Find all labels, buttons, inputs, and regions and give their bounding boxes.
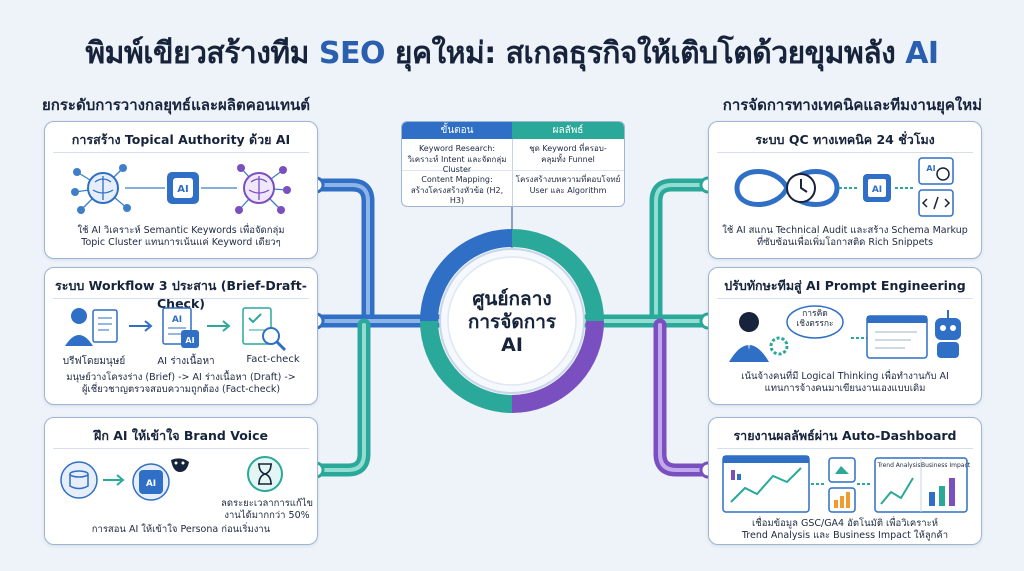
title-seo: SEO: [318, 36, 386, 71]
process-table: ขั้นตอน ผลลัพธ์ Keyword Research: วิเครา…: [401, 121, 625, 207]
card-title: รายงานผลลัพธ์ผ่าน Auto-Dashboard: [733, 428, 957, 443]
hub-line-2: การจัดการ: [467, 311, 557, 333]
card-brand-voice: ฝึก AI ให้เข้าใจ Brand Voice AI ลดระยะเว…: [44, 417, 318, 545]
qc-automation-icon: AI AI: [734, 157, 954, 217]
card-description: มนุษย์วางโครงร่าง (Brief) -> AI ร่างเนื้…: [66, 372, 296, 395]
ai-chip-label: AI: [177, 184, 188, 195]
title-part2: ยุคใหม่: สเกลธุรกิจให้เติบโตด้วยขุมพลัง: [384, 36, 906, 71]
hourglass-icon: [247, 456, 283, 492]
table-row-2-step: Content Mapping: สร้างโครงสร้างหัวข้อ (H…: [410, 175, 504, 205]
connector-left-bottom: [309, 318, 371, 477]
panel-label-trend: Trend Analysis: [877, 462, 921, 469]
table-row-1-step: Keyword Research: วิเคราะห์ Intent และจั…: [407, 144, 507, 174]
ai-doc-label: AI: [172, 315, 182, 325]
card-description: เชื่อมข้อมูล GSC/GA4 อัตโนมัติ เพื่อวิเค…: [741, 518, 949, 541]
card-prompt-engineering: ปรับทักษะทีมสู่ AI Prompt Engineering กา…: [708, 267, 982, 405]
ai-doc-label: AI: [926, 164, 935, 173]
card-title: ระบบ Workflow 3 ประสาน (Brief-Draft-Chec…: [55, 278, 307, 311]
card-description: ใช้ AI วิเคราะห์ Semantic Keywords เพื่อ…: [77, 225, 285, 248]
hub-label: ศูนย์กลาง การจัดการ AI: [452, 288, 572, 357]
connector-left-top: [309, 178, 375, 325]
ai-chip-label: AI: [872, 185, 882, 195]
dashboard-analytics-icon: [722, 455, 968, 513]
card-workflow: ระบบ Workflow 3 ประสาน (Brief-Draft-Chec…: [44, 267, 318, 405]
connector-right-bottom: [653, 318, 715, 477]
card-title: การสร้าง Topical Authority ด้วย AI: [71, 132, 291, 147]
card-description: ใช้ AI สแกน Technical Audit และสร้าง Sch…: [722, 225, 968, 248]
table-row-1-result: ชุด Keyword ที่ครอบ- คลุมทั้ง Funnel: [529, 144, 607, 164]
page-title: พิมพ์เขียวสร้างทีม SEO ยุคใหม่: สเกลธุรก…: [0, 30, 1024, 77]
card-description: การสอน AI ให้เข้าใจ Persona ก่อนเริ่มงาน: [91, 524, 271, 535]
hub-ring: [420, 229, 604, 413]
workflow-label-draft: AI ร่างเนื้อหา: [157, 356, 215, 367]
logic-speech-bubble: การคิด เชิงตรรกะ: [796, 309, 834, 329]
time-saving-note: ลดระยะเวลาการแก้ไข งานได้มากกว่า 50%: [221, 498, 313, 521]
card-title: ปรับทักษะทีมสู่ AI Prompt Engineering: [724, 278, 966, 293]
table-row-2-result: โครงสร้างบทความที่ตอบโจทย์ User และ Algo…: [515, 175, 621, 195]
card-title: ฝึก AI ให้เข้าใจ Brand Voice: [94, 428, 268, 443]
panel-label-impact: Business Impact: [921, 462, 971, 469]
title-ai: AI: [905, 36, 939, 71]
prompt-engineering-icon: [729, 305, 961, 362]
ai-chip-label: AI: [146, 479, 156, 489]
section-heading-left: ยกระดับการวางกลยุทธ์และผลิตคอนเทนต์: [42, 96, 311, 114]
card-title: ระบบ QC ทางเทคนิค 24 ชั่วโมง: [755, 132, 935, 147]
hub-line-3: AI: [501, 334, 523, 356]
title-part1: พิมพ์เขียวสร้างทีม: [85, 36, 319, 71]
connector-right-top: [649, 178, 715, 325]
workflow-steps-icon: AI AI: [65, 307, 287, 352]
hub-line-1: ศูนย์กลาง: [472, 288, 552, 310]
card-description: เน้นจ้างคนที่มี Logical Thinking เพื่อทำ…: [741, 371, 949, 394]
table-header-step: ขั้นตอน: [402, 122, 512, 139]
brand-voice-training-icon: AI: [60, 458, 189, 501]
card-auto-dashboard: รายงานผลลัพธ์ผ่าน Auto-Dashboard Trend A…: [708, 417, 982, 545]
section-heading-right: การจัดการทางเทคนิคและทีมงานยุคใหม่: [722, 96, 982, 114]
card-topical-authority: การสร้าง Topical Authority ด้วย AI AI ใช…: [44, 121, 318, 259]
table-header-result: ผลลัพธ์: [512, 122, 624, 139]
workflow-label-brief: บรีฟโดยมนุษย์: [62, 356, 126, 367]
workflow-label-check: Fact-check: [246, 354, 300, 365]
ai-chip-label: AI: [185, 336, 194, 345]
topic-cluster-network-icon: AI: [71, 164, 291, 214]
card-technical-qc: ระบบ QC ทางเทคนิค 24 ชั่วโมง AI AI ใช้ A…: [708, 121, 982, 259]
